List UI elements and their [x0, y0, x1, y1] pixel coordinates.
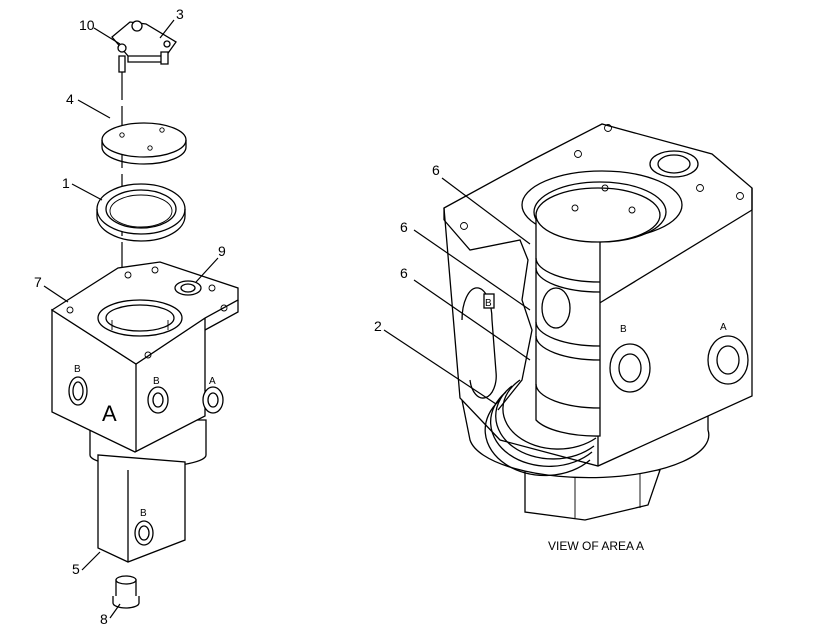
view-caption: VIEW OF AREA A	[548, 539, 644, 553]
valve-body-part-7	[50, 261, 239, 609]
callout-2: 2	[374, 318, 382, 334]
callout-5: 5	[72, 561, 80, 577]
callout-10: 10	[79, 17, 95, 33]
callout-7: 7	[34, 274, 42, 290]
right-detail-view	[443, 123, 753, 521]
area-marker-a: A	[102, 401, 117, 426]
callout-6-middle: 6	[400, 219, 408, 235]
callout-6-lower: 6	[400, 265, 408, 281]
callout-1: 1	[62, 175, 70, 191]
left-exploded-view	[43, 19, 239, 619]
callout-3: 3	[176, 6, 184, 22]
callout-8: 8	[100, 611, 108, 627]
port-label-b-front: B	[153, 376, 160, 387]
ring-part-1	[96, 183, 186, 242]
port-label-b-side: B	[74, 364, 81, 375]
port-label-b-bore: B	[485, 298, 492, 309]
port-label-a-front: A	[209, 376, 216, 387]
callout-6-top: 6	[432, 162, 440, 178]
cover-plate-part-3	[111, 20, 177, 73]
port-label-b-right-front: B	[620, 324, 627, 335]
callout-9: 9	[218, 243, 226, 259]
callout-4: 4	[66, 91, 74, 107]
port-label-a-right-front: A	[720, 322, 727, 333]
disc-part-4	[101, 122, 187, 165]
port-label-b-lower: B	[140, 508, 147, 519]
